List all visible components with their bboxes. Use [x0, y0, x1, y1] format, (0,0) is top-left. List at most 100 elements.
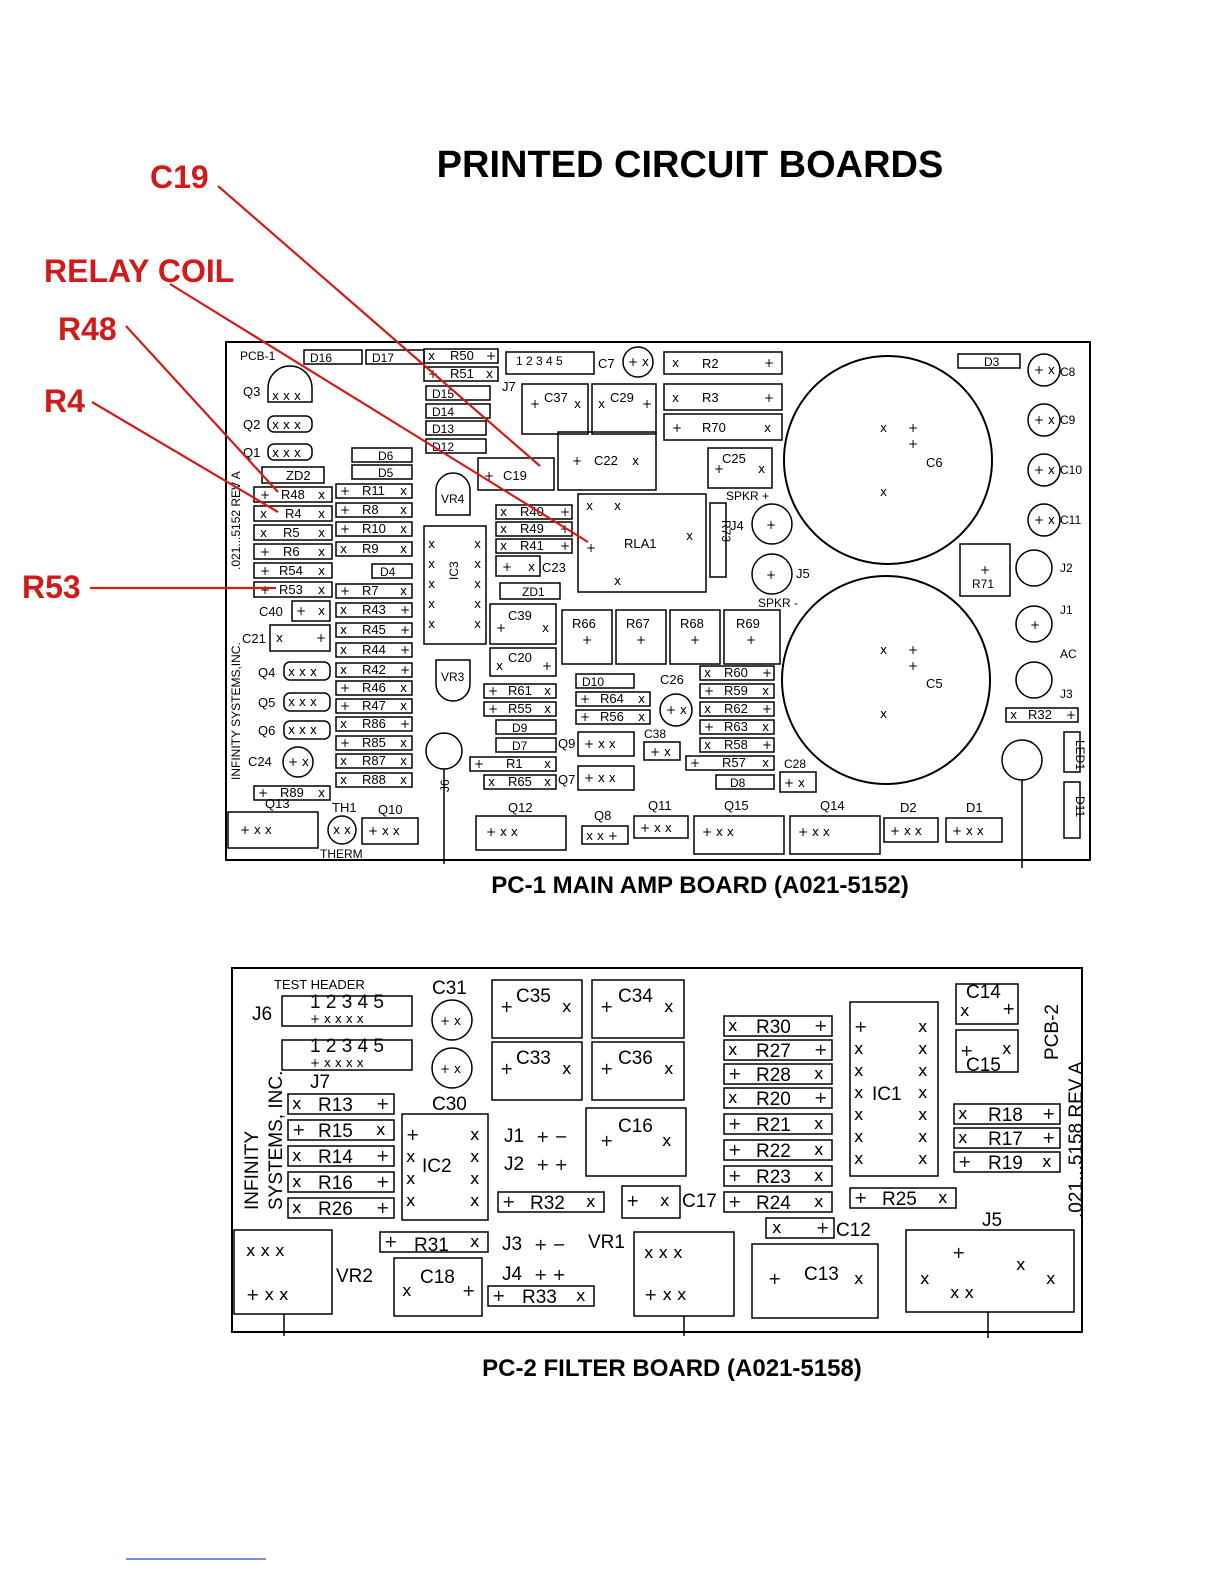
svg-text:+: +	[960, 1041, 973, 1060]
svg-text:x: x	[686, 529, 693, 543]
svg-text:x: x	[428, 617, 435, 631]
svg-text:+: +	[580, 710, 590, 724]
svg-text:x: x	[762, 756, 769, 770]
svg-text:+: +	[496, 621, 506, 635]
svg-text:R61: R61	[508, 683, 532, 698]
transistor-q2: Q2 x x x	[243, 415, 313, 433]
potentiometer-vr1-body: x x x+ x x	[633, 1231, 735, 1336]
svg-text:J2: J2	[504, 1154, 524, 1175]
capacitor-c25: C25+x	[707, 447, 773, 489]
svg-text:x: x	[758, 462, 765, 476]
svg-text:+ x: + x	[628, 355, 649, 369]
svg-text:C31: C31	[432, 978, 467, 999]
svg-text:D12: D12	[432, 440, 454, 454]
svg-text:Q9: Q9	[558, 736, 575, 751]
svg-text:x: x	[400, 681, 407, 695]
svg-text:RLA1: RLA1	[624, 536, 657, 551]
svg-text:R19: R19	[988, 1153, 1023, 1174]
svg-text:x: x	[340, 773, 347, 787]
svg-text:+: +	[704, 720, 714, 734]
svg-text:x: x	[562, 997, 571, 1016]
svg-text:+: +	[1030, 618, 1040, 632]
svg-text:R59: R59	[724, 683, 748, 698]
svg-text:C25: C25	[722, 451, 746, 466]
svg-text:Q14: Q14	[820, 798, 845, 813]
svg-text:R44: R44	[362, 642, 386, 657]
svg-text:R8: R8	[362, 502, 379, 517]
diode-d2: D2+ x x	[883, 800, 939, 843]
svg-text:J5: J5	[796, 566, 810, 581]
svg-text:RELAY COIL: RELAY COIL	[44, 253, 234, 289]
svg-text:+: +	[376, 1094, 389, 1113]
svg-text:VR4: VR4	[441, 492, 465, 506]
capacitor-c17: C17+x	[621, 1185, 717, 1219]
zener-zd1: ZD1	[499, 582, 561, 600]
svg-text:R89: R89	[280, 785, 304, 800]
svg-text:x: x	[728, 1016, 737, 1035]
svg-text:x: x	[428, 597, 435, 611]
capacitor-c10: C10+ x	[1027, 453, 1082, 487]
svg-text:D13: D13	[432, 422, 454, 436]
svg-text:+: +	[502, 560, 512, 574]
svg-text:+: +	[582, 633, 592, 647]
svg-text:R27: R27	[756, 1041, 791, 1062]
svg-text:x: x	[918, 1039, 927, 1058]
svg-text:x: x	[704, 702, 711, 716]
svg-text:AC: AC	[1060, 647, 1077, 661]
svg-text:+ x x x x: + x x x x	[310, 1056, 364, 1070]
svg-text:R68: R68	[680, 616, 704, 631]
svg-text:J1: J1	[1060, 603, 1073, 617]
svg-text:C39: C39	[508, 608, 532, 623]
svg-text:VR1: VR1	[588, 1232, 625, 1253]
svg-text:x: x	[1042, 1152, 1051, 1171]
board2-caption: PC-2 FILTER BOARD (A021-5158)	[482, 1355, 862, 1382]
svg-text:+: +	[384, 1232, 397, 1251]
svg-text:x: x	[292, 1094, 301, 1113]
svg-text:x: x	[340, 754, 347, 768]
svg-text:+: +	[704, 684, 714, 698]
svg-text:x: x	[470, 1191, 479, 1210]
capacitor-c9: C9+ x	[1027, 403, 1076, 437]
diode-d8: D8	[715, 774, 775, 790]
svg-text:x: x	[664, 997, 673, 1016]
svg-text:+: +	[462, 1281, 475, 1300]
svg-text:Q6: Q6	[258, 723, 275, 738]
svg-text:x: x	[528, 560, 535, 574]
svg-text:x: x	[880, 485, 887, 499]
capacitor-c40: C40+x	[259, 600, 331, 622]
capacitor-c38: C38+ x	[643, 727, 681, 761]
svg-text:C34: C34	[618, 986, 653, 1007]
svg-text:C11: C11	[1060, 513, 1081, 527]
resistor-r71: R71+	[959, 543, 1011, 597]
svg-text:x: x	[918, 1149, 927, 1168]
svg-text:1 2 3 4 5: 1 2 3 4 5	[310, 1036, 384, 1057]
svg-text:x: x	[880, 643, 887, 657]
connector-j5: J5+xxx xx	[905, 1210, 1075, 1338]
svg-text:x: x	[1010, 708, 1017, 722]
svg-text:C40: C40	[259, 604, 283, 619]
svg-text:C9: C9	[1060, 413, 1076, 427]
svg-text:D7: D7	[512, 739, 528, 753]
svg-text:R32: R32	[1028, 707, 1052, 722]
svg-text:+: +	[814, 1040, 827, 1059]
svg-text:R6: R6	[283, 544, 300, 559]
svg-text:x: x	[400, 699, 407, 713]
svg-text:C33: C33	[516, 1048, 551, 1069]
svg-text:D15: D15	[432, 387, 454, 401]
svg-text:J3: J3	[502, 1234, 522, 1255]
